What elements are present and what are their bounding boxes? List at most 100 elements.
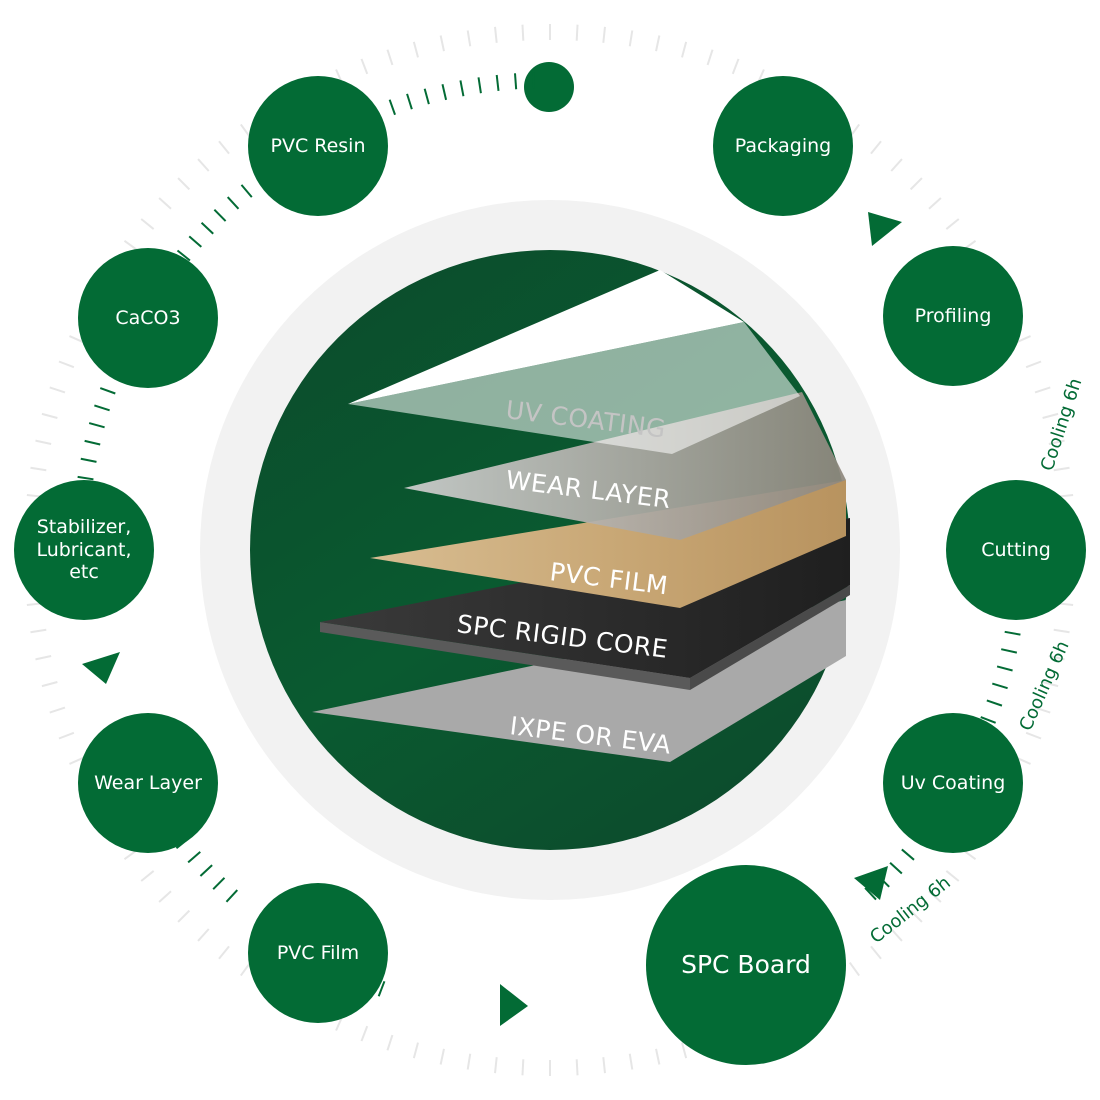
progress-dash bbox=[423, 88, 430, 105]
step-pvc-resin: PVC Resin bbox=[248, 76, 388, 216]
progress-dash bbox=[513, 73, 518, 90]
tick-mark bbox=[1048, 655, 1065, 661]
step-packaging: Packaging bbox=[713, 76, 853, 216]
progress-dash bbox=[176, 249, 191, 262]
tick-mark bbox=[49, 706, 66, 714]
tick-mark bbox=[49, 386, 66, 394]
progress-dash bbox=[199, 864, 213, 877]
flow-arrow-icon bbox=[854, 866, 888, 900]
progress-dash bbox=[406, 93, 413, 110]
flow-arrow-icon bbox=[82, 652, 120, 684]
tick-mark bbox=[945, 870, 960, 882]
step-profiling: Profiling bbox=[883, 246, 1023, 386]
tick-mark bbox=[30, 466, 47, 472]
tick-mark bbox=[58, 360, 75, 369]
progress-dash bbox=[441, 84, 448, 101]
tick-mark bbox=[41, 412, 58, 419]
tick-mark bbox=[466, 1053, 472, 1070]
tick-mark bbox=[412, 1042, 419, 1059]
tick-mark bbox=[158, 197, 172, 210]
tick-mark bbox=[35, 655, 52, 661]
layer-core-edge-right bbox=[690, 585, 850, 690]
layer-uv-coating-sheet bbox=[348, 322, 800, 454]
tick-mark bbox=[1015, 335, 1031, 344]
tick-mark bbox=[655, 35, 661, 52]
tick-mark bbox=[870, 945, 882, 960]
progress-dash bbox=[1001, 648, 1018, 654]
progress-dash bbox=[84, 439, 101, 446]
progress-dash bbox=[88, 422, 105, 429]
progress-dash bbox=[991, 682, 1008, 690]
tick-mark bbox=[928, 197, 942, 210]
tick-mark bbox=[218, 140, 230, 155]
tick-mark bbox=[439, 1048, 445, 1065]
progress-dash bbox=[388, 99, 396, 116]
progress-dash bbox=[459, 80, 465, 97]
tick-mark bbox=[197, 928, 210, 942]
progress-dash bbox=[1004, 630, 1021, 636]
progress-dash bbox=[80, 457, 97, 463]
step-wear-layer: Wear Layer bbox=[78, 713, 218, 853]
tick-mark bbox=[30, 628, 47, 634]
progress-dash bbox=[495, 74, 500, 91]
progress-dash bbox=[225, 889, 239, 903]
step-uv-coating: Uv Coating bbox=[883, 713, 1023, 853]
progress-dash bbox=[188, 235, 202, 248]
tick-mark bbox=[731, 58, 740, 75]
tick-mark bbox=[521, 24, 525, 41]
tick-mark bbox=[386, 1034, 394, 1051]
progress-dash bbox=[377, 980, 386, 997]
progress-dash bbox=[77, 475, 94, 481]
layer-stack bbox=[312, 270, 850, 762]
tick-mark bbox=[928, 890, 942, 903]
tick-mark bbox=[360, 1025, 369, 1042]
tick-mark bbox=[1042, 412, 1059, 419]
tick-mark bbox=[890, 158, 903, 172]
tick-mark bbox=[706, 49, 714, 66]
tick-mark bbox=[386, 49, 394, 66]
tick-mark bbox=[140, 218, 155, 230]
progress-dash bbox=[94, 404, 110, 412]
tick-mark bbox=[1034, 386, 1051, 394]
tick-mark bbox=[1034, 706, 1051, 714]
tick-mark bbox=[140, 870, 155, 882]
tick-mark bbox=[360, 58, 369, 75]
tick-mark bbox=[870, 140, 882, 155]
tick-mark bbox=[890, 928, 903, 942]
tick-mark bbox=[1025, 731, 1042, 740]
progress-dash bbox=[980, 716, 997, 724]
progress-dash bbox=[99, 387, 116, 395]
progress-dash bbox=[864, 887, 877, 901]
flow-arrow-icon bbox=[868, 212, 902, 246]
tick-mark bbox=[58, 731, 75, 740]
layer-white-wedge bbox=[348, 270, 744, 404]
progress-dash bbox=[226, 196, 240, 210]
start-dot-icon bbox=[524, 62, 574, 112]
tick-mark bbox=[41, 681, 58, 688]
tick-mark bbox=[655, 1048, 661, 1065]
step-caco3: CaCO3 bbox=[78, 248, 218, 388]
progress-dash bbox=[213, 208, 227, 222]
tick-mark bbox=[197, 158, 210, 172]
layer-wear-sheet bbox=[404, 392, 846, 540]
progress-dash bbox=[477, 77, 482, 94]
step-pvc-film: PVC Film bbox=[248, 883, 388, 1023]
tick-mark bbox=[218, 945, 230, 960]
progress-dash bbox=[532, 72, 535, 89]
layer-core-edge bbox=[320, 622, 690, 690]
tick-mark bbox=[628, 30, 634, 47]
tick-mark bbox=[909, 177, 923, 191]
tick-mark bbox=[158, 890, 172, 903]
tick-mark bbox=[521, 1059, 525, 1076]
tick-mark bbox=[494, 1057, 498, 1074]
progress-dash bbox=[889, 861, 903, 875]
tick-mark bbox=[848, 962, 860, 977]
tick-mark bbox=[602, 1057, 606, 1074]
tick-mark bbox=[1042, 681, 1059, 688]
step-stabilizer: Stabilizer, Lubricant, etc bbox=[14, 480, 154, 620]
tick-mark bbox=[681, 41, 688, 58]
progress-dash bbox=[901, 848, 915, 861]
progress-dash bbox=[240, 184, 253, 198]
cooling-label-2: Cooling 6h bbox=[1015, 638, 1073, 734]
